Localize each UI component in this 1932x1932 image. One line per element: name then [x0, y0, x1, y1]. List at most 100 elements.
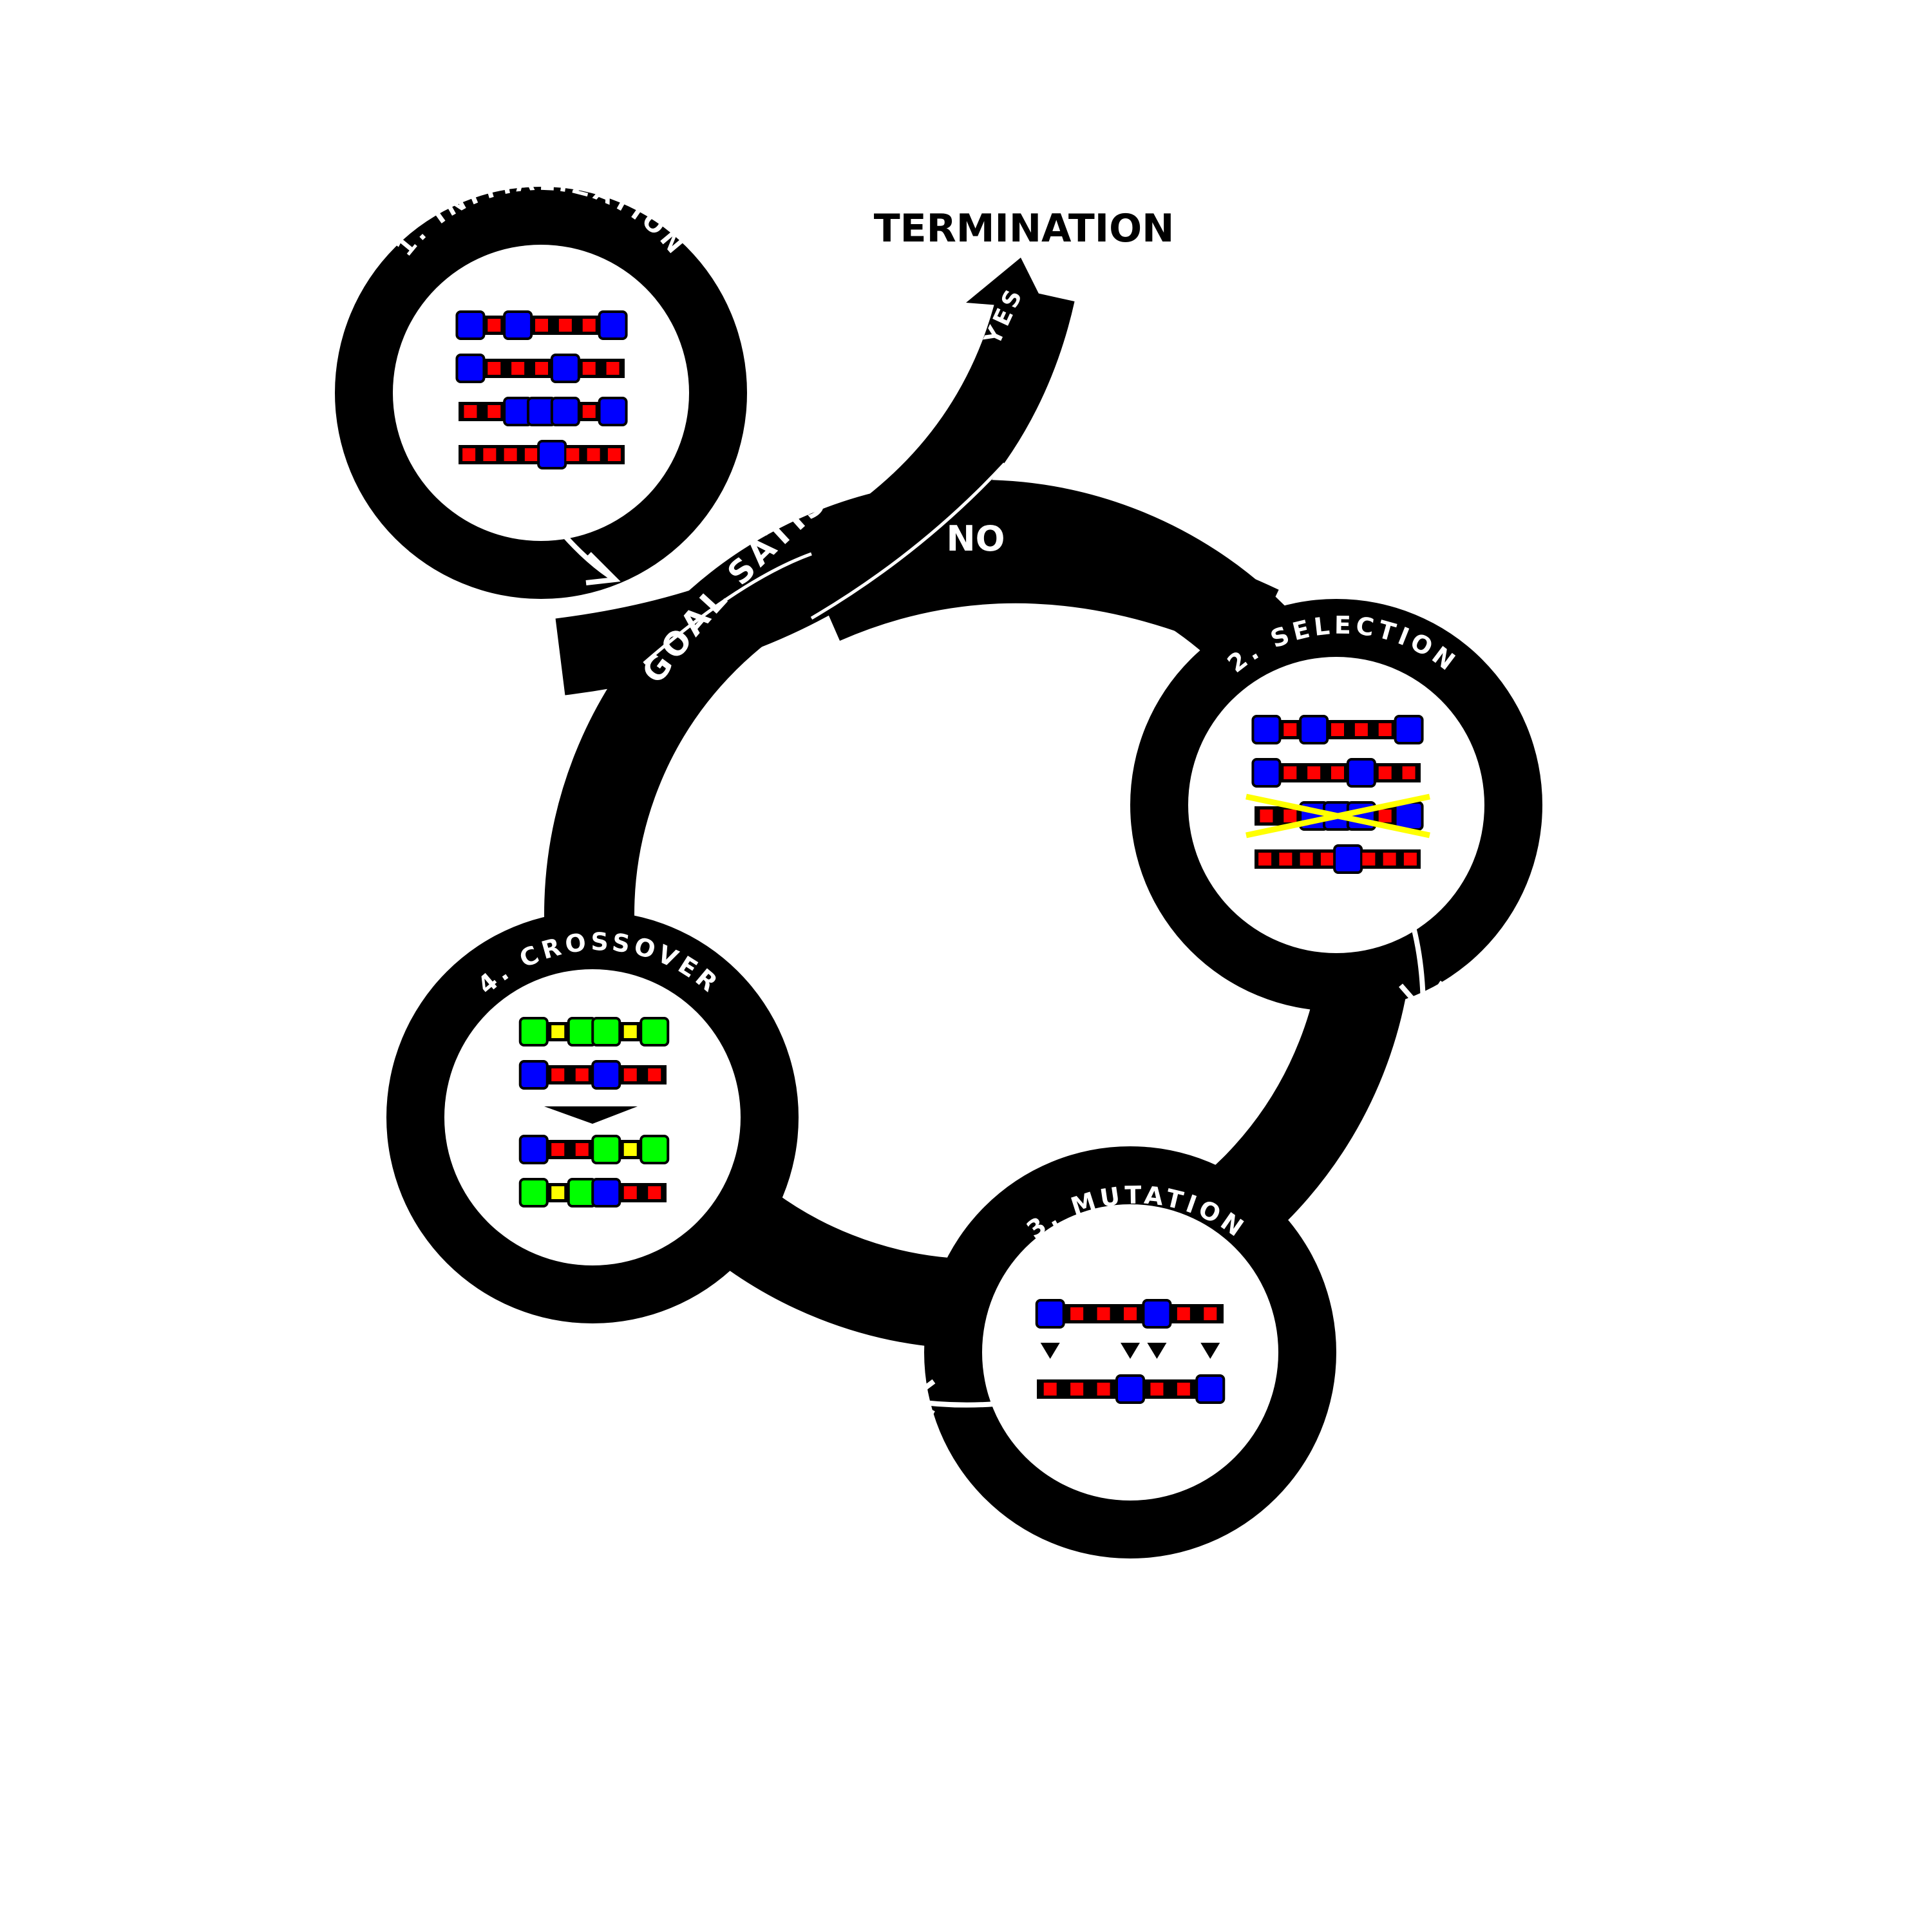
gene-R	[1283, 766, 1297, 779]
chromosome	[455, 310, 628, 340]
mutation-to-crossover-arrowhead	[903, 1379, 936, 1416]
gene-B	[1035, 1299, 1065, 1329]
gene-B	[1142, 1299, 1172, 1329]
gene-R	[1260, 810, 1273, 822]
chromosome	[1251, 758, 1421, 788]
gene-R	[1124, 1307, 1137, 1320]
chromosome	[455, 354, 625, 383]
selection-to-mutation-arrow	[1411, 927, 1426, 1012]
gene-B	[598, 310, 628, 340]
gene-R	[1204, 1307, 1217, 1320]
gene-B	[1333, 844, 1363, 874]
gene-B	[598, 397, 628, 426]
gene-R	[1383, 853, 1396, 866]
gene-R	[1307, 766, 1321, 779]
termination-arrowhead	[966, 258, 1046, 309]
gene-R	[524, 448, 538, 461]
gene-B	[1394, 715, 1424, 744]
init-panel	[393, 245, 689, 541]
gene-B	[455, 354, 486, 383]
crossover-down-arrow-icon	[544, 1106, 638, 1124]
gene-G	[639, 1017, 670, 1046]
gene-B	[550, 354, 580, 383]
no-branch-band	[808, 526, 1279, 660]
gene-R	[1097, 1307, 1110, 1320]
crossover-chromosomes	[518, 1017, 670, 1208]
gene-R	[1070, 1307, 1084, 1320]
mutation-marker	[1200, 1343, 1220, 1359]
flow-arrows	[562, 533, 1445, 1416]
gene-R	[1043, 1383, 1057, 1396]
gene-R	[1402, 766, 1416, 779]
gene-R	[623, 1186, 637, 1199]
selection-to-mutation-arrowhead	[1398, 980, 1445, 1016]
chromosome-parent	[518, 1060, 667, 1090]
gene-R	[1378, 766, 1392, 779]
gene-R	[1177, 1307, 1190, 1320]
chromosome	[459, 440, 625, 469]
gene-R	[535, 319, 548, 332]
mutation-to-crossover-arrow	[907, 1398, 996, 1408]
gene-B	[1115, 1374, 1145, 1404]
gene-B	[1251, 758, 1282, 788]
gene-G	[591, 1135, 621, 1164]
gene-G	[518, 1178, 549, 1208]
gene-R	[1354, 723, 1368, 736]
gene-R	[582, 319, 596, 332]
gene-R	[488, 405, 501, 418]
chromosome-offspring	[518, 1178, 667, 1208]
gene-B	[1299, 715, 1329, 744]
init-to-loop-arrowhead	[585, 552, 621, 585]
gene-B	[550, 397, 580, 426]
termination-label: TERMINATION	[874, 206, 1175, 251]
loop-divider-line	[643, 462, 1006, 665]
gene-R	[1150, 1383, 1164, 1396]
gene-R	[1279, 853, 1293, 866]
gene-B	[1195, 1374, 1226, 1404]
chromosome	[1255, 844, 1421, 874]
no-label: NO	[946, 518, 1005, 559]
chromosome-original	[1035, 1299, 1224, 1329]
selection-population	[1245, 715, 1430, 874]
gene-R	[1362, 853, 1376, 866]
gene-R	[1403, 853, 1417, 866]
gene-R	[1070, 1383, 1084, 1396]
gene-R	[1177, 1383, 1190, 1396]
gene-R	[1378, 810, 1392, 822]
chromosome-mutated	[1037, 1374, 1226, 1404]
gene-R	[575, 1068, 589, 1081]
gene-G	[518, 1017, 549, 1046]
gene-R	[483, 448, 497, 461]
gene-R	[648, 1186, 661, 1199]
gene-R	[606, 362, 620, 375]
chromosome-offspring	[518, 1135, 670, 1164]
gene-R	[607, 448, 621, 461]
gene-B	[591, 1060, 621, 1090]
gene-R	[1300, 853, 1313, 866]
gene-B	[1394, 801, 1424, 831]
gene-B	[1251, 715, 1282, 744]
gene-R	[558, 319, 572, 332]
gene-Y	[623, 1025, 637, 1038]
gene-R	[582, 405, 596, 418]
gene-B	[518, 1135, 549, 1164]
gene-R	[566, 448, 580, 461]
gene-R	[511, 362, 525, 375]
gene-R	[1097, 1383, 1110, 1396]
gene-R	[464, 405, 477, 418]
gene-R	[462, 448, 476, 461]
chromosome	[459, 397, 628, 426]
gene-R	[587, 448, 600, 461]
gene-R	[1331, 723, 1344, 736]
gene-G	[591, 1017, 621, 1046]
chromosome	[1251, 715, 1424, 744]
gene-R	[575, 1143, 589, 1156]
gene-B	[591, 1178, 621, 1208]
mutation-marker	[1040, 1343, 1060, 1359]
gene-B	[537, 440, 567, 469]
gene-B	[455, 310, 486, 340]
gene-R	[1258, 853, 1272, 866]
init-population	[455, 310, 628, 469]
gene-Y	[623, 1143, 637, 1156]
